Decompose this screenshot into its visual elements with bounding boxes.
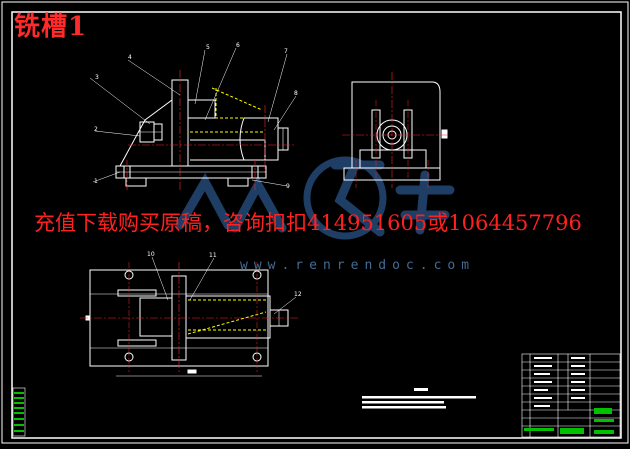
balloon-8: 8 [294, 90, 298, 97]
technical-notes [362, 388, 476, 409]
watermark-url: www.renrendoc.com [240, 258, 476, 273]
balloon-4: 4 [128, 54, 132, 61]
balloon-7: 7 [284, 48, 288, 55]
balloon-12: 12 [294, 291, 302, 298]
drawing-title: 铣槽1 [14, 12, 88, 42]
side-view [342, 72, 448, 188]
balloon-3: 3 [95, 74, 99, 81]
balloon-5: 5 [206, 44, 210, 51]
left-margin-strip [12, 387, 26, 437]
balloon-6: 6 [236, 42, 240, 49]
inner-border [11, 11, 622, 439]
balloon-9: 9 [286, 183, 290, 190]
top-view [80, 256, 300, 377]
contact-banner: 充值下载购买原稿，咨询扣扣414951605或1064457796 [34, 211, 582, 235]
balloon-10: 10 [147, 251, 155, 258]
title-block [521, 353, 621, 438]
balloon-11: 11 [209, 252, 217, 259]
balloon-2: 2 [94, 126, 98, 133]
watermark-logo [175, 156, 455, 240]
front-view [89, 47, 297, 190]
balloon-1: 1 [94, 178, 98, 185]
